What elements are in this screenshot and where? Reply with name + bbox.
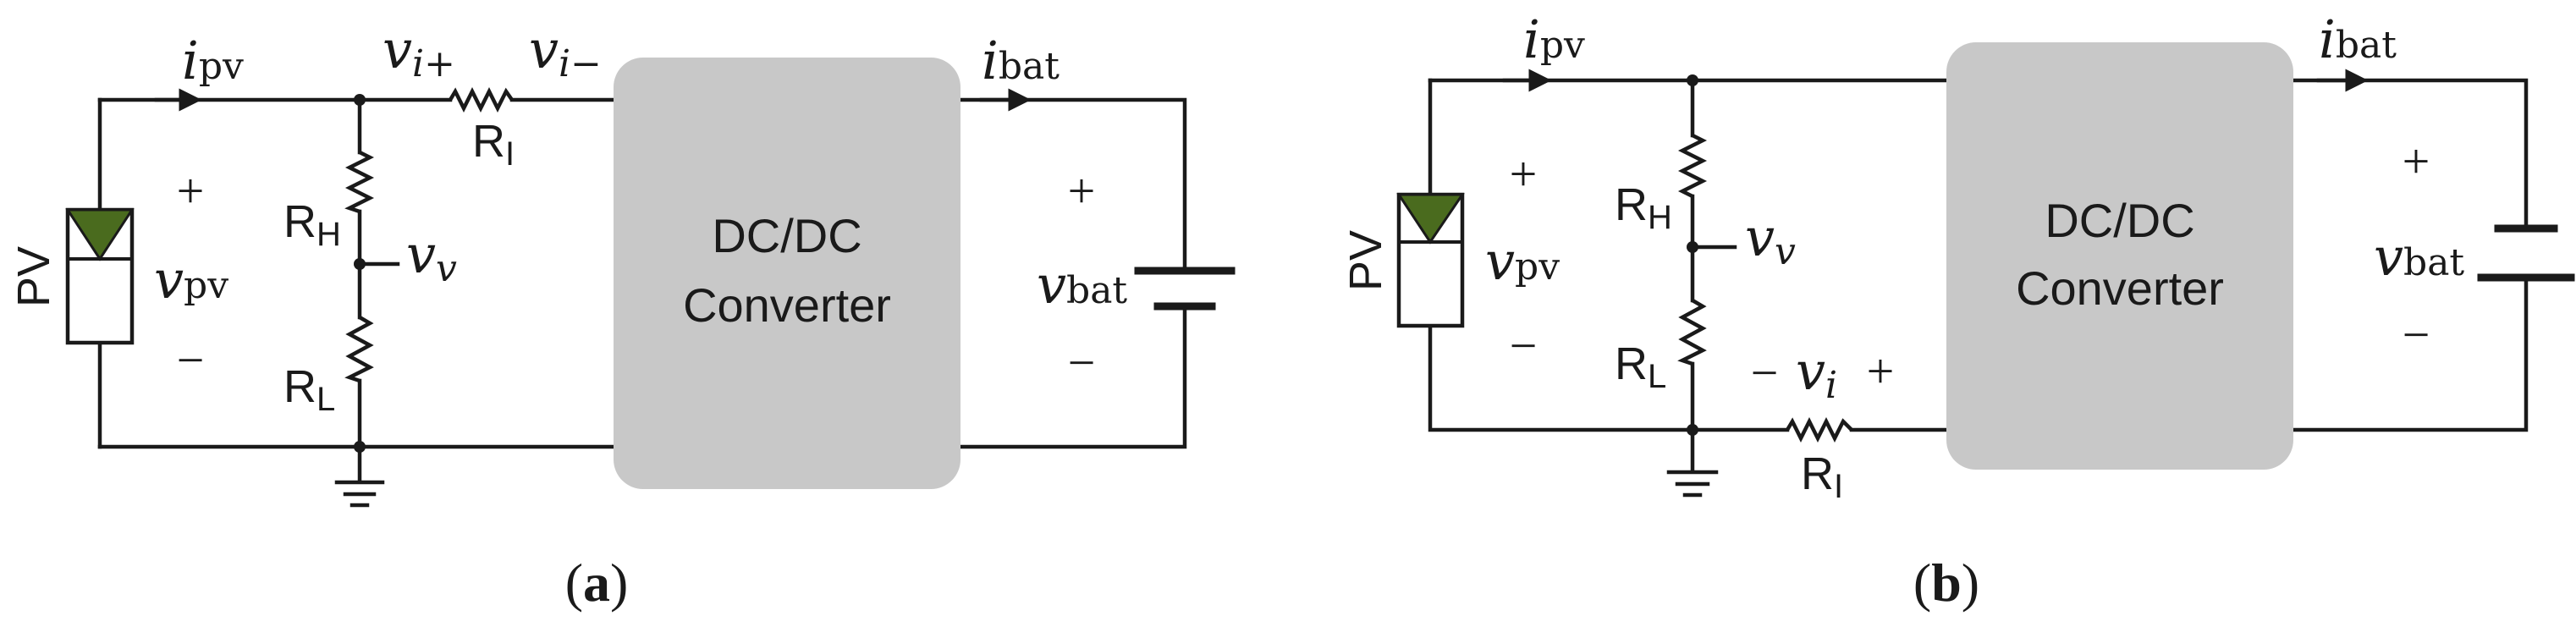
- v-i-label-b: vi: [1796, 340, 1837, 407]
- minus-pv-b: −: [1510, 318, 1538, 373]
- converter-label-line1-b: DC/DC: [2045, 194, 2194, 247]
- v-i-plus-label-a: vi+: [383, 19, 455, 85]
- plus-vi-b: +: [1867, 344, 1895, 399]
- node-bottom-b: [1687, 424, 1698, 436]
- i-pv-label-b: ipv: [1523, 8, 1585, 70]
- ground-symbol-a: [334, 480, 385, 508]
- panel-a: DC/DC Converter PV ipv vi+ vi− RI ibat +…: [8, 19, 1236, 613]
- minus-bat-a: −: [1068, 335, 1096, 390]
- resistor-rh-a: [344, 150, 375, 214]
- minus-vi-b: −: [1751, 345, 1779, 400]
- i-bat-label-b: ibat: [2319, 8, 2397, 70]
- plus-bat-b: +: [2403, 134, 2430, 189]
- resistor-ri-a: [449, 86, 514, 113]
- pv-label-b: PV: [1340, 230, 1391, 291]
- plus-pv-a: +: [177, 163, 205, 218]
- wire-bottom-right-a: [958, 304, 1187, 449]
- converter-label-line2-b: Converter: [2016, 261, 2224, 315]
- battery-a: [1134, 267, 1236, 311]
- r-i-label-b: RI: [1801, 448, 1843, 505]
- r-l-label-b: RL: [1615, 338, 1666, 395]
- converter-box-a: [614, 58, 960, 489]
- pv-triangle-a: [65, 208, 135, 261]
- pv-cell-b: [1396, 192, 1465, 328]
- plus-pv-b: +: [1510, 146, 1538, 201]
- panel-b: DC/DC Converter PV ipv ibat + vpv − RH v…: [1340, 8, 2575, 613]
- battery-b: [2477, 224, 2575, 282]
- minus-pv-a: −: [177, 333, 205, 388]
- v-bat-label-b: vbat: [2374, 226, 2464, 288]
- v-pv-label-b: vpv: [1485, 230, 1560, 292]
- resistor-rh-b: [1677, 133, 1708, 199]
- wire-top-right-b: [2291, 78, 2529, 231]
- v-v-label-b: vv: [1745, 206, 1796, 273]
- converter-label-line1-a: DC/DC: [712, 209, 861, 262]
- v-v-label-a: vv: [406, 223, 457, 290]
- wire-pv-left-b: [1428, 78, 1695, 432]
- i-pv-label-a: ipv: [182, 30, 244, 91]
- converter-box-b: [1946, 42, 2293, 470]
- i-bat-label-a: ibat: [982, 30, 1060, 91]
- node-mid-a: [354, 258, 366, 270]
- node-top-b: [1687, 74, 1698, 86]
- caption-b: (b): [1913, 553, 1979, 613]
- pv-cell-a: [65, 207, 135, 345]
- node-bottom-a: [354, 441, 366, 453]
- v-pv-label-a: vpv: [154, 249, 228, 311]
- node-mid-b: [1687, 241, 1698, 253]
- r-h-label-a: RH: [283, 196, 341, 253]
- caption-a: (a): [565, 553, 629, 613]
- pv-label-a: PV: [8, 246, 59, 307]
- v-bat-label-a: vbat: [1037, 254, 1127, 316]
- ground-symbol-b: [1666, 470, 1719, 498]
- wire-top-right-a: [958, 97, 1187, 273]
- plus-bat-a: +: [1068, 163, 1096, 218]
- r-h-label-b: RH: [1615, 179, 1672, 236]
- v-i-minus-label-a: vi−: [529, 19, 602, 85]
- minus-bat-b: −: [2403, 307, 2430, 362]
- r-l-label-a: RL: [283, 361, 335, 418]
- pv-triangle-b: [1396, 193, 1465, 245]
- r-i-label-a: RI: [472, 116, 515, 173]
- resistor-rl-b: [1677, 299, 1707, 366]
- resistor-ri-b: [1786, 416, 1853, 443]
- resistor-rl-a: [344, 316, 374, 383]
- converter-label-line2-a: Converter: [683, 278, 891, 332]
- node-top-a: [354, 94, 366, 106]
- wire-bottom-right-b: [2291, 275, 2529, 432]
